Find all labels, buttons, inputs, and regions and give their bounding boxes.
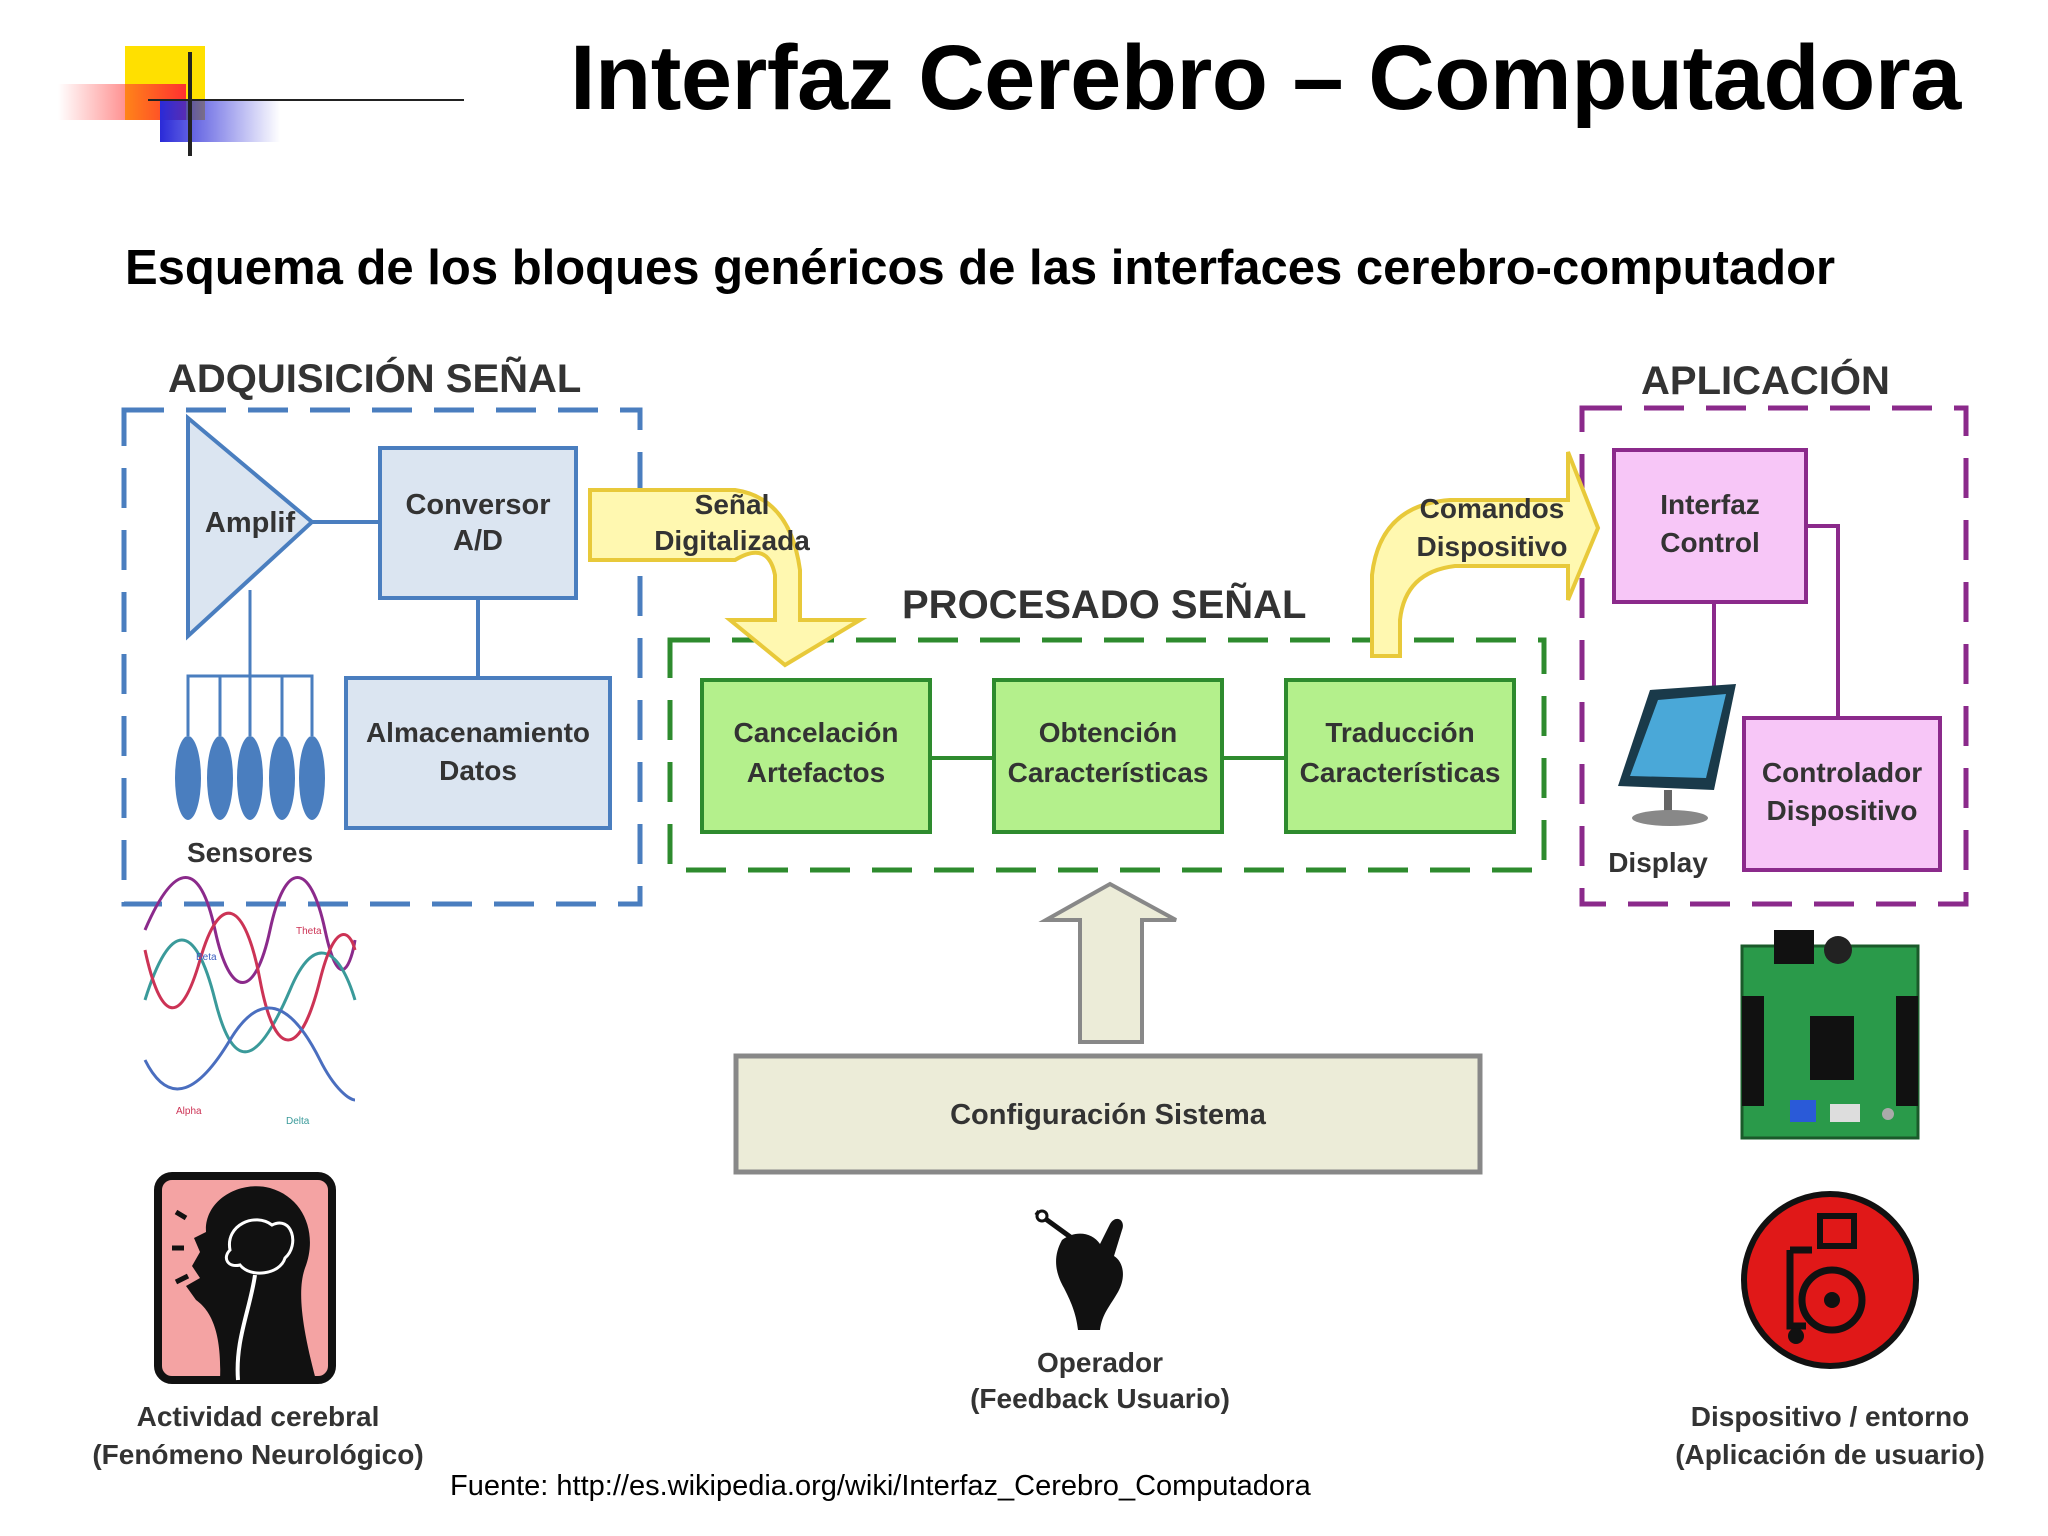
brain-activity-icon <box>154 1172 336 1384</box>
sensors-label: Sensores <box>187 837 313 868</box>
display-label: Display <box>1608 847 1708 878</box>
cancel-artifacts-block <box>700 678 932 834</box>
converter-block <box>378 446 578 600</box>
wave-label-beta: Beta <box>196 952 217 963</box>
device-controller-block <box>1742 716 1942 872</box>
interface-controller-line <box>1806 524 1840 720</box>
feedback-up-arrow <box>1038 881 1177 1044</box>
operator-caption-2: (Feedback Usuario) <box>970 1383 1230 1414</box>
converter-label-1: Conversor <box>405 489 550 521</box>
commands-label-2: Dispositivo <box>1417 531 1568 562</box>
wave-label-delta: Delta <box>286 1116 310 1127</box>
amplifier-label: Amplif <box>205 507 296 539</box>
sensor-electrode <box>299 736 325 820</box>
obtain-label-2: Características <box>1008 757 1209 788</box>
monitor-icon <box>1618 684 1736 826</box>
slide-title: Interfaz Cerebro – Computadora <box>570 27 1961 129</box>
application-frame <box>1579 405 1969 907</box>
operator-caption-1: Operador <box>1037 1347 1163 1378</box>
controller-label-2: Dispositivo <box>1767 795 1918 826</box>
config-label: Configuración Sistema <box>950 1099 1267 1131</box>
obtain-label-1: Obtención <box>1039 717 1177 748</box>
translate-label-2: Características <box>1300 757 1501 788</box>
obtain-features-block <box>992 678 1224 834</box>
circuit-board-icon <box>1740 930 1920 1140</box>
wave-label-alpha: Alpha <box>176 1106 202 1117</box>
digitized-signal-arrow <box>588 488 868 668</box>
acquisition-frame <box>121 407 643 907</box>
commands-label-1: Comandos <box>1420 493 1565 524</box>
interface-control-block <box>1612 448 1808 604</box>
amplifier-block <box>186 413 316 641</box>
deco-blue-bar <box>160 100 280 142</box>
digitized-label-2: Digitalizada <box>654 525 810 556</box>
converter-label-2: A/D <box>453 525 503 557</box>
wave-label-theta: Theta <box>296 926 322 937</box>
operator-hand-icon <box>1034 1209 1123 1330</box>
storage-label-1: Almacenamiento <box>366 717 590 748</box>
device-caption-1: Dispositivo / entorno <box>1691 1401 1969 1432</box>
digitized-label-1: Señal <box>695 489 770 520</box>
section-acquisition-label: ADQUISICIÓN SEÑAL <box>168 355 581 401</box>
cancel-label-2: Artefactos <box>747 757 885 788</box>
slide-subtitle: Esquema de los bloques genéricos de las … <box>125 241 1836 295</box>
sensor-electrode <box>175 736 201 820</box>
storage-block <box>344 676 612 830</box>
processing-frame <box>667 637 1547 873</box>
sensor-electrode <box>207 736 233 820</box>
system-config-block <box>733 1053 1483 1175</box>
sensors-group <box>175 736 325 820</box>
section-processing-label: PROCESADO SEÑAL <box>902 581 1307 627</box>
device-caption-2: (Aplicación de usuario) <box>1675 1439 1985 1470</box>
translate-label-1: Traducción <box>1325 717 1474 748</box>
interface-label-2: Control <box>1660 527 1760 558</box>
brain-caption-1: Actividad cerebral <box>137 1401 380 1432</box>
section-application-label: APLICACIÓN <box>1641 357 1890 403</box>
brain-caption-2: (Fenómeno Neurológico) <box>92 1439 423 1470</box>
device-commands-arrow <box>1370 451 1601 658</box>
source-citation: Fuente: http://es.wikipedia.org/wiki/Int… <box>450 1470 1311 1502</box>
wheelchair-icon <box>1741 1191 1919 1369</box>
controller-label-1: Controlador <box>1762 757 1922 788</box>
sensor-electrode <box>269 736 295 820</box>
cancel-label-1: Cancelación <box>734 717 899 748</box>
translate-features-block <box>1284 678 1516 834</box>
storage-label-2: Datos <box>439 755 517 786</box>
sensor-electrode <box>237 736 263 820</box>
interface-label-1: Interfaz <box>1660 489 1760 520</box>
title-decoration <box>58 46 464 156</box>
brain-waves-icon: Theta Beta Alpha Delta <box>143 876 357 1127</box>
